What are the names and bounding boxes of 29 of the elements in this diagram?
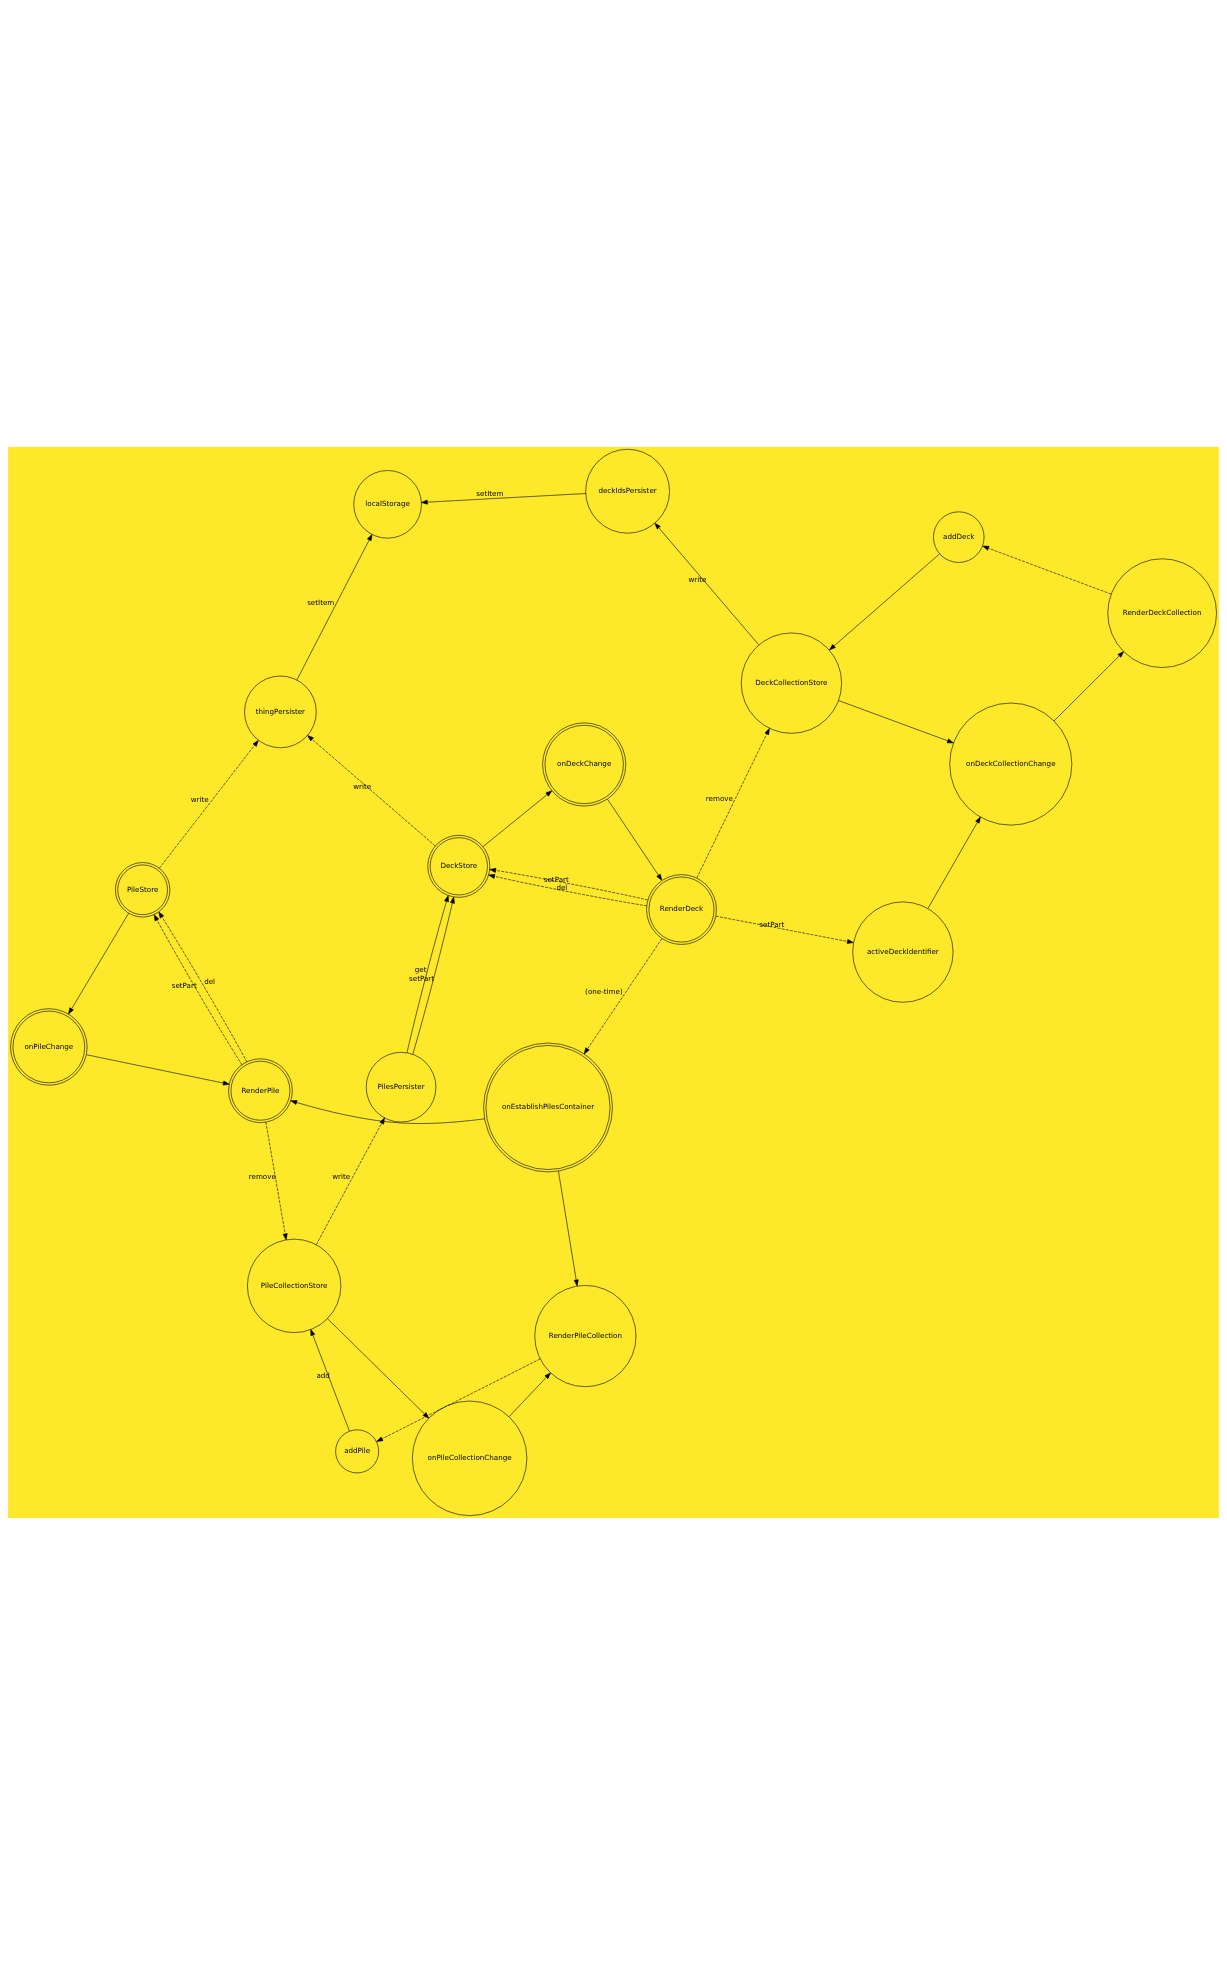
arrow <box>290 1099 485 1124</box>
arrow <box>68 912 129 1014</box>
arrow <box>583 937 663 1054</box>
arrow <box>421 492 587 505</box>
arrow <box>376 1358 541 1442</box>
arrow <box>489 867 649 900</box>
arrow <box>654 522 759 645</box>
arrow <box>86 1053 230 1085</box>
arrow <box>159 739 259 868</box>
arrow <box>265 1121 288 1240</box>
arrow <box>315 1117 385 1245</box>
arrow <box>296 533 373 680</box>
arrow <box>488 873 647 906</box>
arrow <box>696 727 770 878</box>
arrow <box>1053 650 1124 721</box>
arrow <box>558 1170 579 1286</box>
arrow <box>412 896 455 1054</box>
arrow <box>327 1317 430 1418</box>
arrow <box>838 699 954 743</box>
arrow <box>607 798 663 880</box>
arrow <box>482 790 553 847</box>
arrow <box>508 1372 551 1417</box>
arrow <box>406 894 449 1053</box>
arrow <box>307 734 436 846</box>
arrow <box>829 553 940 650</box>
arrow <box>927 816 981 909</box>
arrow <box>310 1328 350 1431</box>
arrow <box>982 545 1112 594</box>
arrow <box>715 915 854 944</box>
